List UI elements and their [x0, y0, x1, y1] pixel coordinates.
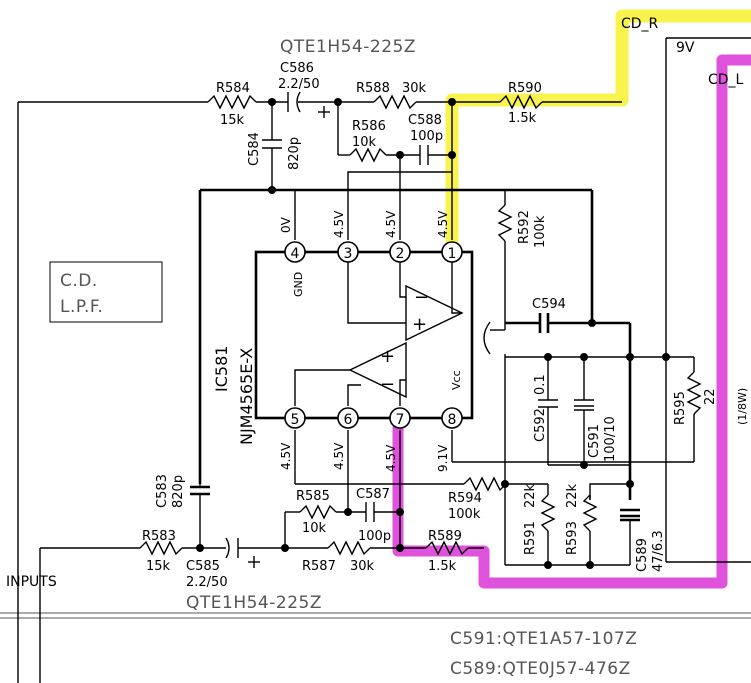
pin-6 — [337, 407, 359, 429]
pin-2-number: 2 — [396, 246, 405, 262]
c592-value: 0.1 — [533, 374, 548, 395]
pin-4-number: 4 — [291, 246, 300, 262]
r591-ref: R591 — [523, 521, 538, 555]
pin-6-number: 6 — [344, 412, 353, 428]
pin-4 — [284, 241, 306, 263]
svg-text:+: + — [380, 346, 395, 367]
c589-value: 47/6.3 — [651, 530, 666, 572]
r595-value: 22 — [703, 388, 718, 405]
r583-value: 15k — [146, 559, 171, 574]
pin-1-number: 1 — [448, 246, 457, 262]
c587-ref: C587 — [356, 487, 390, 502]
ic-part-label: NJM4565E-X — [237, 348, 256, 445]
voltage-pin1: 4.5V — [436, 210, 450, 238]
top-channel-wiring — [18, 91, 622, 565]
svg-text:−: − — [414, 287, 429, 308]
svg-text:−: − — [380, 374, 395, 395]
r588-value: 30k — [402, 81, 427, 96]
block-title-line2: L.P.F. — [60, 297, 103, 317]
r592-ref: R592 — [517, 210, 532, 244]
c586-value: 2.2/50 — [278, 77, 320, 92]
r589-ref: R589 — [428, 529, 462, 544]
c591-ref: C591 — [587, 424, 602, 458]
ic-pins: 4 3 2 1 5 6 7 8 — [284, 241, 463, 429]
c584-value: 820p — [287, 137, 302, 170]
r593-value: 22k — [565, 483, 580, 508]
c589-ref: C589 — [635, 538, 650, 572]
r593-ref: R593 — [565, 521, 580, 555]
gnd-label: GND — [292, 272, 305, 297]
c594-ref: C594 — [532, 297, 566, 312]
r584-ref: R584 — [216, 81, 250, 96]
c586-ref: C586 — [280, 61, 314, 76]
pin-5 — [284, 407, 306, 429]
pin-1 — [441, 241, 463, 263]
c588-ref: C588 — [408, 113, 442, 128]
pin-8-number: 8 — [448, 412, 457, 428]
r592-value: 100k — [533, 215, 548, 248]
block-title-line1: C.D. — [60, 271, 98, 291]
c583-value: 820p — [171, 475, 186, 508]
c592-ref: C592 — [533, 408, 548, 442]
r587-value: 30k — [350, 559, 375, 574]
c587-value: 100p — [358, 529, 391, 544]
pin-8 — [441, 407, 463, 429]
c588-value: 100p — [410, 129, 443, 144]
top-part-number: QTE1H54-225Z — [280, 37, 416, 57]
pin-5-number: 5 — [291, 412, 300, 428]
r586-value: 10k — [352, 135, 377, 150]
r583-ref: R583 — [142, 529, 176, 544]
r585-value: 10k — [302, 521, 327, 536]
cd-r-label: CD_R — [621, 16, 659, 32]
pin-3 — [337, 241, 359, 263]
pin-7-number: 7 — [396, 412, 405, 428]
r594-value: 100k — [448, 507, 481, 522]
r589-value: 1.5k — [428, 559, 457, 574]
voltage-pin2: 4.5V — [384, 210, 398, 238]
labels: QTE1H54-225Z QTE1H54-225Z CD_R 9V CD_L I… — [6, 16, 749, 679]
bottom-part-number: QTE1H54-225Z — [186, 593, 322, 613]
r595-wattage: (1/8W) — [736, 388, 749, 425]
r584-value: 15k — [220, 113, 245, 128]
ic581-body: − + + − — [254, 250, 474, 420]
voltage-pin6: 4.5V — [332, 442, 346, 470]
c585-value: 2.2/50 — [186, 575, 228, 590]
cd-l-label: CD_L — [708, 72, 744, 88]
r587-ref: R587 — [302, 559, 336, 574]
r585-ref: R585 — [296, 489, 330, 504]
pin-7 — [389, 407, 411, 429]
r590-value: 1.5k — [508, 111, 537, 126]
voltage-pin3: 4.5V — [332, 210, 346, 238]
inputs-label: INPUTS — [6, 574, 57, 590]
c591-value: 100/10 — [603, 416, 618, 462]
r590-ref: R590 — [508, 81, 542, 96]
c584-ref: C584 — [247, 132, 262, 166]
pin-2 — [389, 241, 411, 263]
svg-text:+: + — [412, 314, 427, 335]
voltage-pin5: 4.5V — [279, 442, 293, 470]
voltage-pin4: 0V — [279, 216, 293, 233]
c585-ref: C585 — [186, 559, 220, 574]
cd-r-highlight-trace — [445, 9, 751, 252]
note-c591: C591:QTE1A57-107Z — [450, 629, 637, 649]
c583-ref: C583 — [155, 474, 170, 508]
r586-ref: R586 — [352, 119, 386, 134]
supply-9v-label: 9V — [676, 40, 695, 56]
frame-lines — [0, 37, 751, 683]
junction-dots — [196, 98, 670, 569]
r595-ref: R595 — [673, 391, 688, 425]
ic-ref-label: IC581 — [212, 346, 231, 392]
voltage-pin8: 9.1V — [436, 444, 450, 472]
voltage-pin7: 4.5V — [384, 444, 398, 472]
r591-value: 22k — [523, 483, 538, 508]
note-c589: C589:QTE0J57-476Z — [450, 659, 631, 679]
r594-ref: R594 — [448, 491, 482, 506]
r588-ref: R588 — [356, 81, 390, 96]
pin-3-number: 3 — [344, 246, 353, 262]
vcc-label: Vcc — [450, 370, 463, 390]
